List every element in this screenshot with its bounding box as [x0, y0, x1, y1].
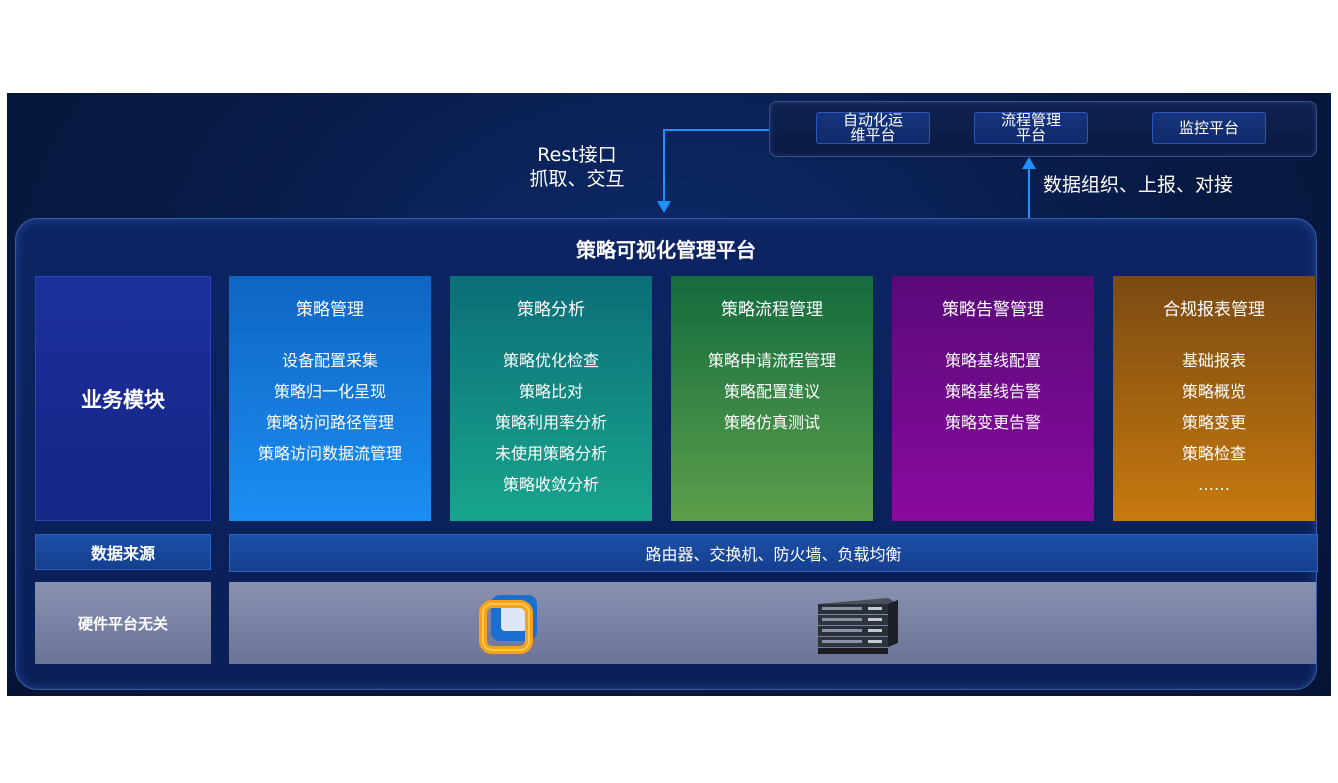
module-title: 策略管理	[296, 300, 364, 320]
module-item: 策略申请流程管理	[707, 351, 836, 370]
module-item: 策略仿真测试	[723, 413, 820, 432]
module-items: 设备配置采集 策略归一化呈现 策略访问路径管理 策略访问数据流管理	[229, 345, 431, 469]
module-item: 策略访问数据流管理	[257, 444, 402, 463]
module-item: 策略收敛分析	[502, 475, 599, 494]
rest-label-line2: 抓取、交互	[529, 168, 625, 190]
vmware-logo-icon	[479, 595, 537, 654]
module-items: 策略优化检查 策略比对 策略利用率分析 未使用策略分析 策略收敛分析	[450, 345, 652, 500]
workflow-line2: 平台	[1015, 126, 1046, 144]
report-connector-vertical	[1028, 169, 1030, 219]
hardware-label: 硬件平台无关	[35, 582, 211, 664]
module-item: 策略优化检查	[502, 351, 599, 370]
ops-automation-platform-box: 自动化运 维平台	[816, 112, 930, 144]
datasource-bar: 路由器、交换机、防火墙、负载均衡	[229, 534, 1318, 572]
module-item: 策略概览	[1181, 382, 1246, 401]
module-title: 策略分析	[517, 300, 585, 320]
module-item: 策略检查	[1181, 444, 1246, 463]
datasource-label-text: 数据来源	[90, 544, 155, 563]
module-item: 策略基线告警	[944, 382, 1041, 401]
module-title: 合规报表管理	[1163, 300, 1265, 320]
rest-connector-horizontal	[663, 129, 769, 131]
diagram-canvas: 自动化运 维平台 流程管理 平台 监控平台 Rest接口 抓取、交互 数据组织、…	[7, 93, 1331, 696]
workflow-platform-box: 流程管理 平台	[974, 112, 1088, 144]
rest-arrow-down-icon	[657, 201, 671, 213]
module-card-policy-management: 策略管理 设备配置采集 策略归一化呈现 策略访问路径管理 策略访问数据流管理	[229, 276, 431, 521]
module-item: 策略变更告警	[944, 413, 1041, 432]
policy-platform: 策略可视化管理平台 业务模块 策略管理 设备配置采集 策略归一化呈现 策略访问路…	[15, 218, 1318, 690]
business-module-label: 业务模块	[35, 276, 211, 521]
module-items: 策略基线配置 策略基线告警 策略变更告警	[892, 345, 1094, 438]
monitoring-platform-box: 监控平台	[1152, 112, 1266, 144]
module-items: 基础报表 策略概览 策略变更 策略检查 ……	[1113, 345, 1315, 500]
module-card-policy-workflow: 策略流程管理 策略申请流程管理 策略配置建议 策略仿真测试	[671, 276, 873, 521]
external-platforms-panel: 自动化运 维平台 流程管理 平台 监控平台	[769, 101, 1317, 157]
module-item: 未使用策略分析	[494, 444, 607, 463]
network-switch-stack-icon	[818, 598, 898, 654]
module-item: 策略配置建议	[723, 382, 820, 401]
module-item: 策略变更	[1181, 413, 1246, 432]
module-item: 策略访问路径管理	[265, 413, 394, 432]
ops-automation-line1: 自动化运	[842, 111, 903, 129]
module-item: 策略归一化呈现	[273, 382, 386, 401]
business-module-text: 业务模块	[81, 387, 165, 412]
module-items: 策略申请流程管理 策略配置建议 策略仿真测试	[671, 345, 873, 438]
rest-label: Rest接口 抓取、交互	[507, 143, 647, 191]
workflow-line1: 流程管理	[1000, 111, 1061, 129]
module-item: 策略比对	[518, 382, 583, 401]
module-item: 策略基线配置	[944, 351, 1041, 370]
report-arrow-up-icon	[1022, 157, 1036, 169]
rest-label-line1: Rest接口	[537, 144, 617, 166]
datasource-text: 路由器、交换机、防火墙、负载均衡	[645, 545, 902, 564]
module-card-policy-analysis: 策略分析 策略优化检查 策略比对 策略利用率分析 未使用策略分析 策略收敛分析	[450, 276, 652, 521]
module-item: 策略利用率分析	[494, 413, 607, 432]
module-card-compliance-report: 合规报表管理 基础报表 策略概览 策略变更 策略检查 ……	[1113, 276, 1315, 521]
module-item: ……	[1198, 475, 1230, 494]
module-item: 基础报表	[1181, 351, 1246, 370]
datasource-label: 数据来源	[35, 534, 211, 570]
module-card-policy-alert: 策略告警管理 策略基线配置 策略基线告警 策略变更告警	[892, 276, 1094, 521]
hardware-label-text: 硬件平台无关	[77, 614, 168, 633]
module-title: 策略流程管理	[721, 300, 823, 320]
platform-title: 策略可视化管理平台	[576, 238, 756, 262]
module-title: 策略告警管理	[942, 300, 1044, 320]
hardware-bar	[229, 582, 1316, 664]
report-label: 数据组织、上报、对接	[1043, 174, 1234, 196]
rest-connector-vertical	[663, 129, 665, 205]
module-item: 设备配置采集	[281, 351, 378, 370]
ops-automation-line2: 维平台	[850, 126, 896, 144]
monitoring-label: 监控平台	[1178, 118, 1239, 137]
